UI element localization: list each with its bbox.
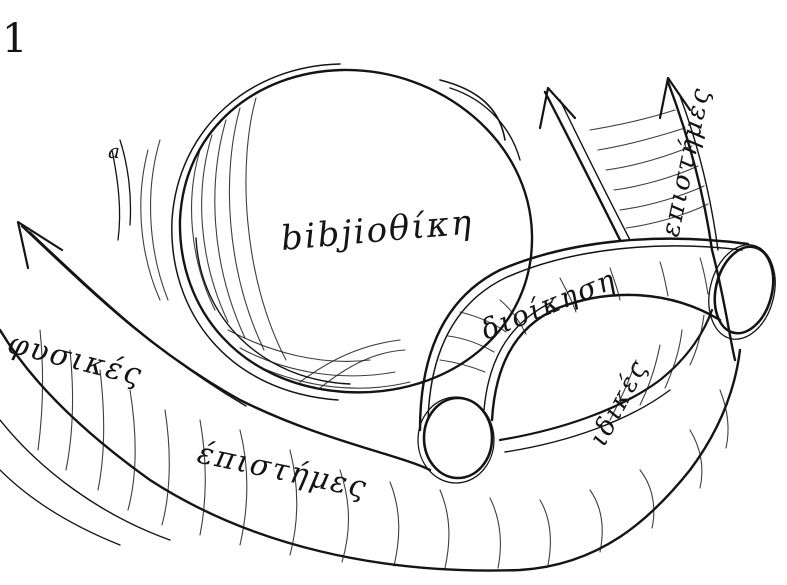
right-tube-label-bottom: ιδικές	[584, 355, 654, 452]
inner-tube-label: διοίκηση	[476, 262, 621, 346]
outer-tube-label-left: φυσικές	[4, 326, 146, 393]
outer-tube-label-right: έπιστήμες	[194, 436, 371, 506]
sphere-label: bibjioθίκη	[279, 202, 475, 259]
corner-mark: 1	[2, 16, 29, 62]
sphere-small-mark: a	[108, 139, 122, 163]
